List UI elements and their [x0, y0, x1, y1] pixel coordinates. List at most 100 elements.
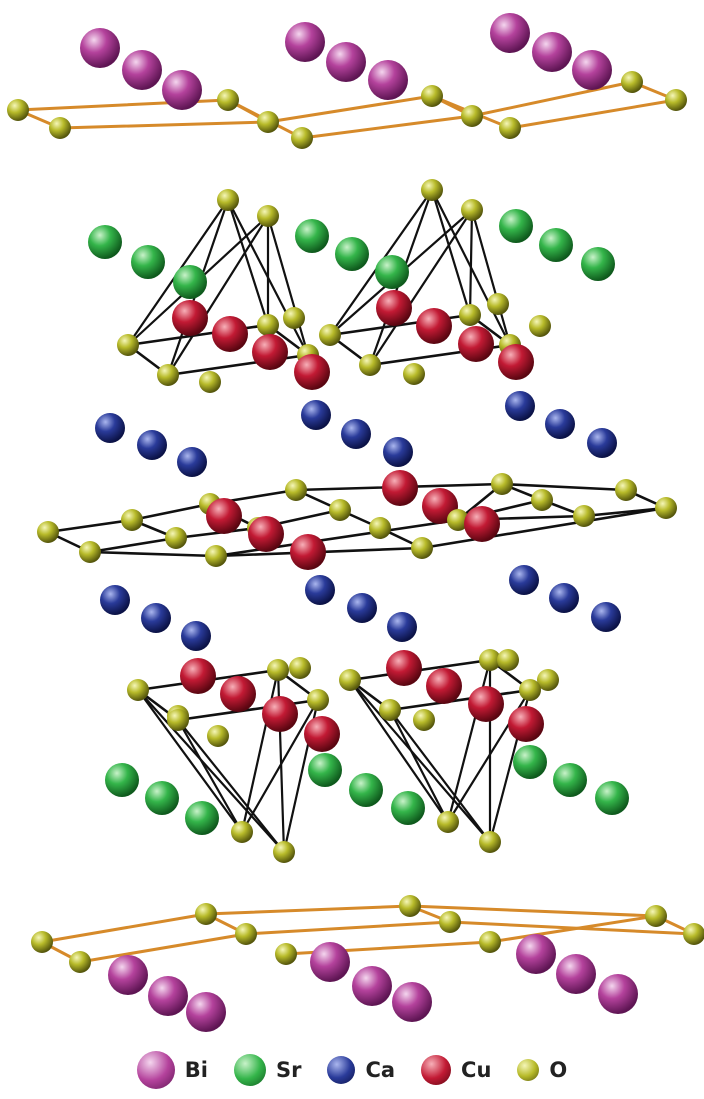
o-atom [167, 709, 189, 731]
bi-atom [186, 992, 226, 1032]
o-atom [257, 205, 279, 227]
o-atom [531, 489, 553, 511]
atoms [7, 13, 704, 1032]
ca-atom-icon [327, 1055, 356, 1084]
cu-atom [206, 498, 242, 534]
bond-line [166, 353, 310, 377]
o-atom [283, 307, 305, 329]
ca-atom [383, 437, 413, 467]
legend-label-cu: Cu [461, 1057, 492, 1082]
sr-atom [539, 228, 573, 262]
bond-line [470, 208, 512, 347]
o-atom [207, 725, 229, 747]
o-atom [461, 105, 483, 127]
ca-atom [549, 583, 579, 613]
bi-atom [352, 966, 392, 1006]
bond-line [40, 912, 208, 944]
o-atom [257, 111, 279, 133]
o-atom [319, 324, 341, 346]
bi-atom [310, 942, 350, 982]
ca-atom [177, 447, 207, 477]
ca-atom [509, 565, 539, 595]
legend: Bi Sr Ca Cu O [0, 1040, 704, 1099]
o-atom [573, 505, 595, 527]
bond-line [266, 94, 434, 124]
o-atom [497, 649, 519, 671]
o-atom [165, 527, 187, 549]
o-atom [655, 497, 677, 519]
o-atom [205, 545, 227, 567]
bi-atom [556, 954, 596, 994]
bond-line [130, 502, 212, 522]
o-atom [499, 117, 521, 139]
bond-line [468, 208, 474, 317]
ca-atom [137, 430, 167, 460]
o-atom [79, 541, 101, 563]
crystal-structure-diagram [7, 13, 704, 1032]
o-atom [7, 99, 29, 121]
bond-line [388, 708, 450, 824]
bond-line [240, 698, 320, 834]
bond-line [214, 518, 460, 558]
bond-line [176, 698, 320, 722]
sr-atom [105, 763, 139, 797]
o-atom [127, 679, 149, 701]
o-atom [447, 509, 469, 531]
o-atom [49, 117, 71, 139]
bond-line [348, 678, 450, 824]
bi-atom [122, 50, 162, 90]
o-atom [289, 657, 311, 679]
sr-atom [513, 745, 547, 779]
cu-atom [468, 686, 504, 722]
bond-line [500, 482, 628, 492]
bond-line [430, 188, 512, 347]
ca-atom [591, 602, 621, 632]
bond-line [300, 114, 474, 140]
bond-line [408, 904, 658, 918]
bond-line [388, 688, 532, 712]
cu-atom [386, 650, 422, 686]
cu-atom [416, 308, 452, 344]
sr-atom-icon [233, 1053, 266, 1086]
o-atom [403, 363, 425, 385]
bond-line [204, 904, 412, 916]
o-atom [421, 85, 443, 107]
sr-atom [349, 773, 383, 807]
cu-atom [220, 676, 256, 712]
o-atom [461, 199, 483, 221]
bond-line [226, 198, 310, 357]
bond-line [430, 188, 472, 317]
bond-line [58, 120, 270, 130]
bond-line [508, 98, 678, 130]
o-atom [537, 669, 559, 691]
o-atom [491, 473, 513, 495]
bond-line [166, 214, 270, 377]
sr-atom [185, 801, 219, 835]
ca-atom [181, 621, 211, 651]
o-atom [683, 923, 704, 945]
o-atom-icon [517, 1058, 540, 1081]
o-atom [121, 509, 143, 531]
bond-line [368, 208, 474, 367]
legend-label-ca: Ca [365, 1057, 396, 1082]
sr-atom [308, 753, 342, 787]
bond-line [46, 518, 134, 534]
bi-atom [162, 70, 202, 110]
o-atom [231, 821, 253, 843]
o-atom [285, 479, 307, 501]
bond-line [240, 668, 280, 834]
cu-atom [382, 470, 418, 506]
o-atom [235, 923, 257, 945]
bond-line [488, 914, 658, 944]
bi-atom [490, 13, 530, 53]
cu-atom [426, 668, 462, 704]
sr-atom [391, 791, 425, 825]
cu-atom [376, 290, 412, 326]
sr-atom [295, 219, 329, 253]
ca-atom [341, 419, 371, 449]
sr-atom [499, 209, 533, 243]
bi-atom [108, 955, 148, 995]
o-atom [329, 499, 351, 521]
bond-line [176, 718, 244, 834]
bond-line [244, 920, 452, 936]
